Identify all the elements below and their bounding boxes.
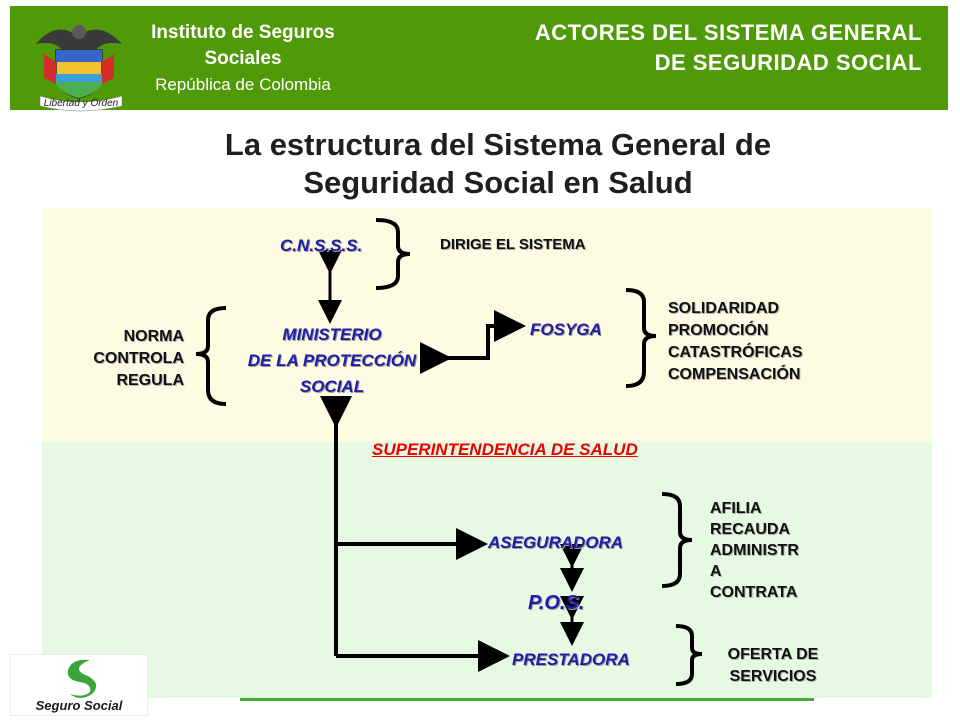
ministerio-line1: MINISTERIO (282, 325, 382, 344)
svg-text:Seguro Social: Seguro Social (36, 698, 123, 713)
prestadora-label: PRESTADORA (512, 650, 630, 669)
aseguradora-function-1: AFILIA (710, 500, 762, 517)
seguro-social-logo: Seguro Social (9, 653, 149, 717)
fosyga-function-3: CATASTRÓFICAS (668, 344, 803, 361)
ministerio-line3: SOCIAL (299, 377, 365, 396)
institution-line1: Instituto de Seguros (151, 22, 335, 43)
institution-line2: Sociales (204, 48, 282, 69)
prestadora-function-line1: OFERTA DE (727, 646, 819, 663)
dirige-label: DIRIGE EL SISTEMA (440, 236, 586, 253)
aseguradora-function-3: ADMINISTR (710, 542, 799, 559)
coat-of-arms-logo: Libertad y Orden (26, 14, 136, 112)
ministerio-line2: DE LA PROTECCIÓN (247, 351, 417, 370)
fosyga-functions: SOLIDARIDAD PROMOCIÓN CATASTRÓFICAS COMP… (668, 298, 803, 386)
header-title-line2: DE SEGURIDAD SOCIAL (654, 50, 922, 75)
slide-title-line2: Seguridad Social en Salud (303, 165, 693, 200)
header-banner: Libertad y Orden Instituto de Seguros So… (10, 6, 948, 112)
norma-label: NORMA (123, 328, 184, 345)
fosyga-function-1: SOLIDARIDAD (668, 300, 780, 317)
arrow-ministerio-fosyga (420, 310, 526, 374)
brace-prestadora (675, 624, 703, 686)
controla-label: CONTROLA (93, 350, 184, 367)
header-title-line1: ACTORES DEL SISTEMA GENERAL (534, 20, 922, 45)
prestadora-functions: OFERTA DE SERVICIOS (708, 644, 838, 688)
svg-text:Libertad y Orden: Libertad y Orden (44, 98, 119, 109)
regula-label: REGULA (116, 372, 184, 389)
superintendencia-label: SUPERINTENDENCIA DE SALUD (372, 440, 638, 459)
fosyga-label: FOSYGA (530, 320, 602, 339)
brace-norma (195, 306, 227, 406)
brace-aseguradora (661, 492, 693, 588)
aseguradora-function-4: A (710, 563, 722, 580)
fosyga-function-2: PROMOCIÓN (668, 322, 769, 339)
institution-line3: República de Colombia (155, 75, 331, 94)
aseguradora-function-2: RECAUDA (710, 521, 790, 538)
aseguradora-functions: AFILIA RECAUDA ADMINISTR A CONTRATA (710, 498, 799, 603)
prestadora-function-line2: SERVICIOS (729, 668, 817, 685)
bottom-divider (240, 698, 814, 701)
cnsss-label: C.N.S.S.S. (280, 236, 363, 255)
ministerio-label: MINISTERIO DE LA PROTECCIÓN SOCIAL (218, 322, 446, 400)
aseguradora-function-5: CONTRATA (710, 584, 798, 601)
norma-group: NORMA CONTROLA REGULA (60, 326, 184, 392)
slide-title-line1: La estructura del Sistema General de (224, 127, 772, 162)
header-title: ACTORES DEL SISTEMA GENERAL DE SEGURIDAD… (535, 18, 922, 78)
fosyga-function-4: COMPENSACIÓN (668, 366, 801, 383)
motto-text: Libertad y Orden (44, 98, 119, 109)
pos-label: P.O.S. (528, 592, 585, 614)
brace-dirige (375, 218, 411, 290)
aseguradora-label: ASEGURADORA (488, 533, 624, 552)
slide-title: La estructura del Sistema General de Seg… (0, 126, 960, 202)
seguro-social-text: Seguro Social (36, 698, 123, 713)
brace-fosyga (625, 288, 657, 388)
institution-name: Instituto de Seguros Sociales República … (138, 20, 348, 98)
